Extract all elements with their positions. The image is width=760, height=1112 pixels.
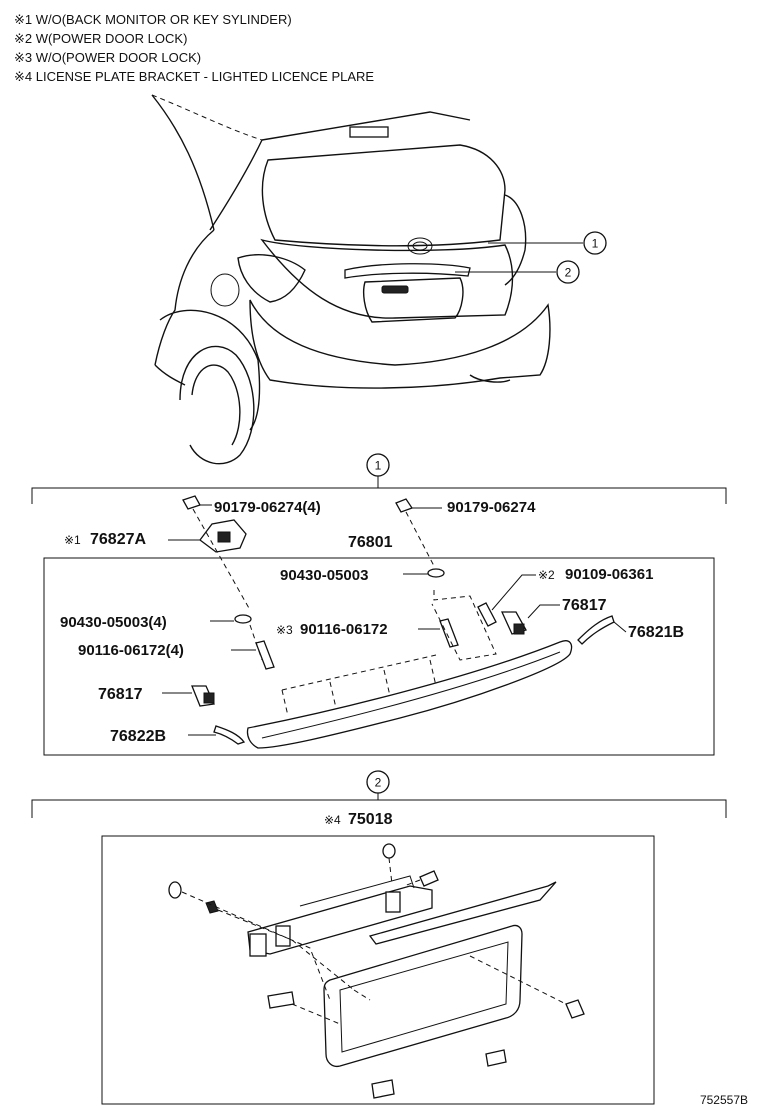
notes: ※1 W/O(BACK MONITOR OR KEY SYLINDER) ※2 … <box>14 12 374 84</box>
bolt-icon-90116 <box>439 618 459 648</box>
plug-icon <box>168 881 182 899</box>
part-90109-06361: 90109-06361 <box>565 566 653 583</box>
diagram-id: 752557B <box>700 1093 748 1107</box>
callout-1-label: 1 <box>592 237 599 251</box>
section-2-header: 2 ※4 75018 <box>31 770 727 828</box>
part-90430-05003-4: 90430-05003(4) <box>60 614 167 631</box>
callout-1: 1 <box>583 231 607 255</box>
part-90109-note: ※2 <box>538 568 555 582</box>
section-2-marker: 2 <box>375 776 382 790</box>
screw-icon-90109 <box>477 602 497 627</box>
part-90116-note: ※3 <box>276 623 293 637</box>
part-90116-06172-4: 90116-06172(4) <box>78 642 184 659</box>
nut-icon-90430 <box>427 568 445 578</box>
part-90179-06274: 90179-06274 <box>447 499 536 516</box>
bolt-icon-90116-4 <box>255 640 275 670</box>
bracket-top-lip-icon <box>368 881 557 945</box>
part-76817-left: 76817 <box>98 686 143 703</box>
section-2-parts <box>168 843 585 1099</box>
screw-icon-top <box>419 870 439 887</box>
clip-icon-left <box>182 495 201 510</box>
part-90430-05003: 90430-05003 <box>280 567 368 584</box>
back-door-garnish-76801 <box>246 640 573 749</box>
spacer-icon-bottom-left <box>371 1079 395 1099</box>
part-76817-right: 76817 <box>562 597 607 614</box>
part-76821B: 76821B <box>628 624 684 641</box>
bolt-icon-right <box>565 999 585 1019</box>
section-1-header: 1 <box>31 453 727 504</box>
section-1-parts: 90179-06274(4) 90179-06274 ※1 76827A 768… <box>60 495 684 749</box>
part-76827A: 76827A <box>90 531 146 548</box>
spacer-icon-left <box>267 991 295 1009</box>
assembly-76801-frame <box>43 557 715 756</box>
nut-icon-90430-4 <box>234 614 252 624</box>
garnish-end-76822B-icon <box>213 725 246 745</box>
part-76827A-note: ※1 <box>64 533 81 547</box>
note-1: ※1 W/O(BACK MONITOR OR KEY SYLINDER) <box>14 12 292 27</box>
callout-2-label: 2 <box>565 266 572 280</box>
note-4: ※4 LICENSE PLATE BRACKET - LIGHTED LICEN… <box>14 69 374 84</box>
assembly-75018-frame <box>101 835 655 1105</box>
clip-icon-right <box>395 498 413 513</box>
washer-icon <box>382 843 396 859</box>
garnish-end-76821B-icon <box>577 615 615 645</box>
part-76801: 76801 <box>348 534 393 551</box>
note-2: ※2 W(POWER DOOR LOCK) <box>14 31 187 46</box>
note-3: ※3 W/O(POWER DOOR LOCK) <box>14 50 201 65</box>
part-75018: 75018 <box>348 811 393 828</box>
part-90116-06172: 90116-06172 <box>300 621 388 638</box>
spacer-icon-bottom-right <box>485 1049 507 1067</box>
part-76822B: 76822B <box>110 728 166 745</box>
part-75018-note: ※4 <box>324 813 341 827</box>
license-plate-bracket-icon <box>323 924 523 1068</box>
section-1-marker: 1 <box>375 459 382 473</box>
callout-2: 2 <box>556 260 580 284</box>
vehicle-rear-illustration <box>151 94 583 465</box>
part-90179-06274-4: 90179-06274(4) <box>214 499 321 516</box>
